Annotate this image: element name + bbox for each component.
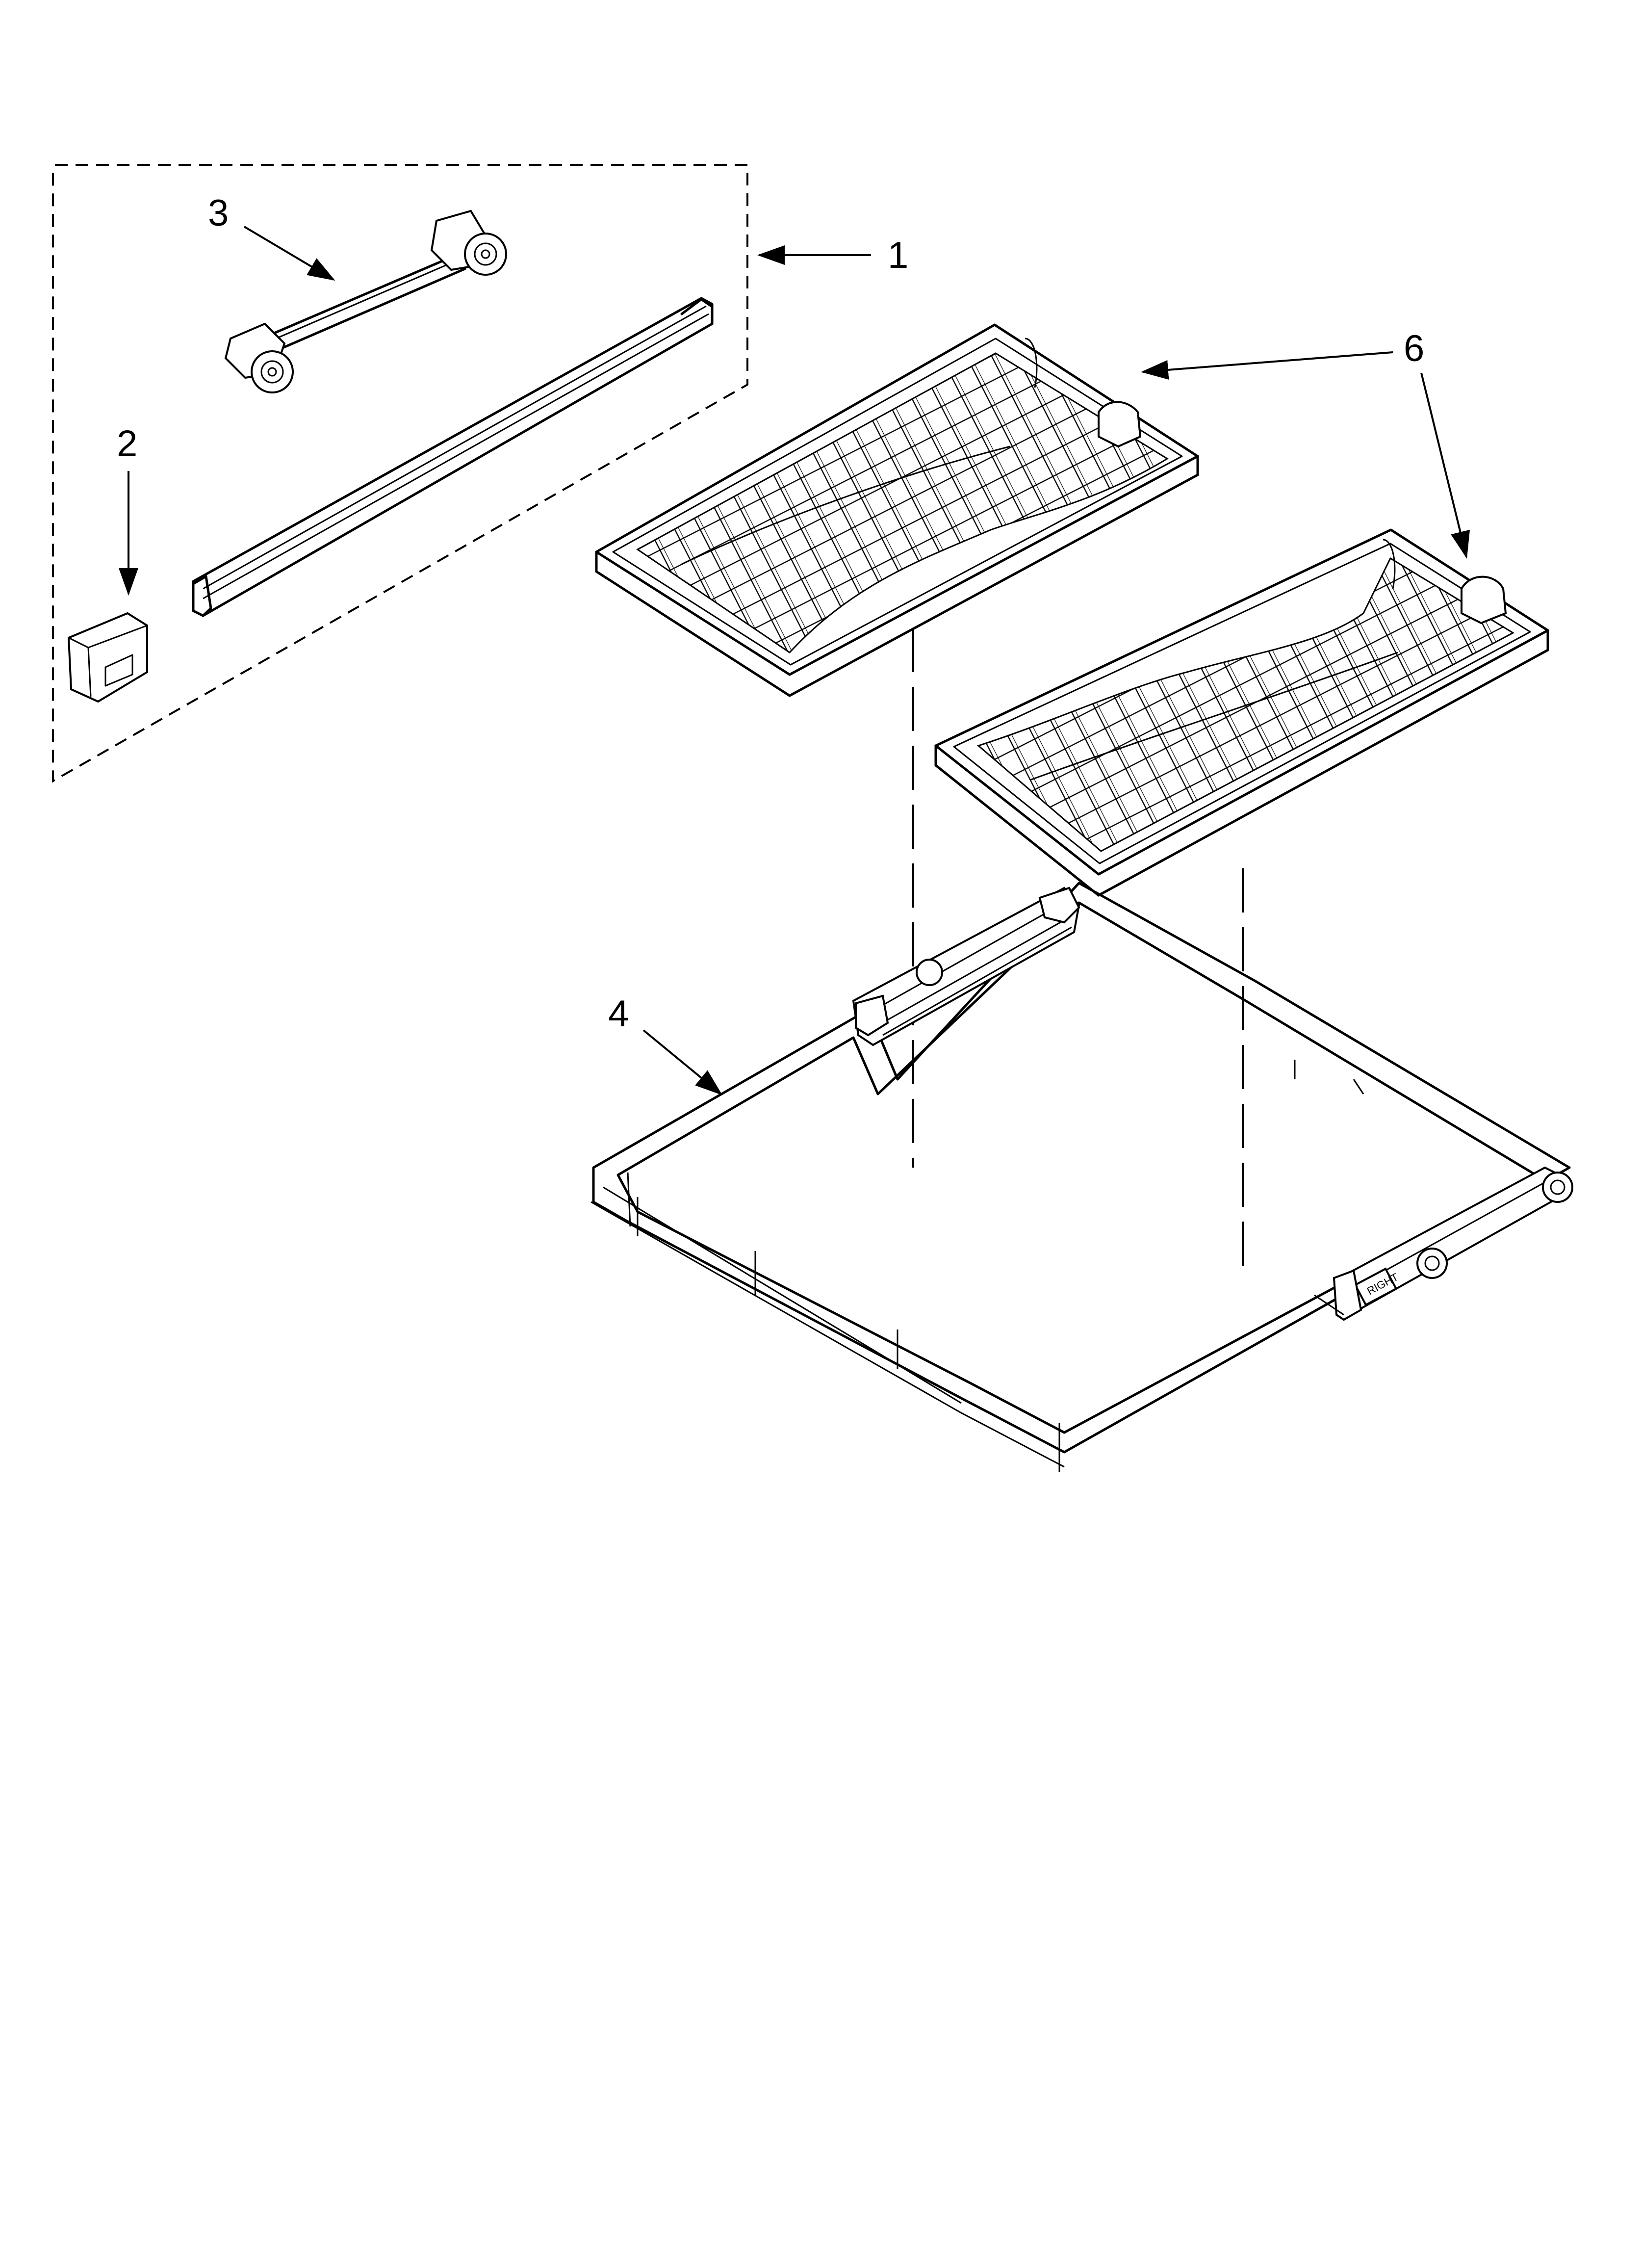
rail-part	[192, 297, 714, 617]
roller-icon	[1542, 1172, 1573, 1203]
callout-6: 6	[1141, 328, 1470, 559]
roller-icon	[1416, 1248, 1448, 1279]
wheel-axle-part	[224, 209, 507, 393]
wheel-icon	[251, 350, 294, 393]
kit-group-box	[52, 164, 748, 783]
callout-4: 4	[608, 993, 723, 1095]
callout-6-label: 6	[1404, 328, 1424, 369]
callout-1: 1	[757, 235, 908, 276]
callout-3: 3	[208, 192, 335, 281]
roller-icon	[916, 959, 943, 986]
callout-2-label: 2	[117, 423, 137, 465]
clip-part	[67, 612, 148, 703]
callout-4-label: 4	[608, 993, 629, 1035]
rack-frame-part: RIGHT	[590, 882, 1573, 1472]
callout-3-label: 3	[208, 192, 229, 234]
wheel-icon	[464, 233, 507, 276]
utensil-tray-lower	[934, 528, 1549, 897]
utensil-tray-upper	[595, 323, 1199, 697]
callout-2: 2	[117, 423, 138, 596]
callout-1-label: 1	[888, 235, 908, 276]
